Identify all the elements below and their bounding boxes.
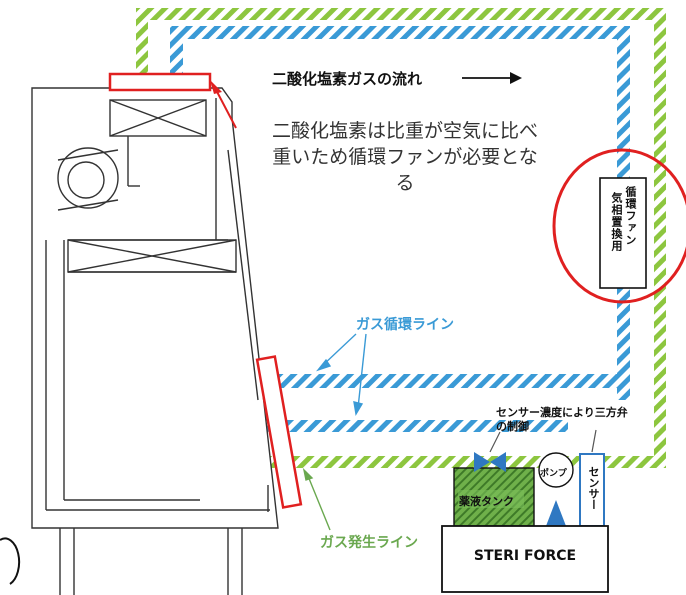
pump	[538, 452, 574, 488]
circulation-callout-lines	[315, 333, 367, 416]
generation-callout-line	[302, 467, 331, 531]
sensor-control-label: センサー濃度により三方弁の制御	[496, 406, 628, 433]
steri-force-label: STERI FORCE	[473, 548, 577, 564]
steri-force-box	[441, 525, 609, 593]
front-panel-highlight	[255, 355, 303, 509]
sensor-callout-lines	[489, 429, 597, 453]
left-edge-mark	[0, 537, 21, 585]
fan-label-box	[599, 177, 647, 289]
gas-generation-line-label: ガス発生ライン	[320, 535, 418, 551]
fan-label-line1: 循環ファン	[624, 186, 637, 246]
top-filter-arrowhead	[210, 80, 222, 94]
gas-flow-title: 二酸化塩素ガスの流れ	[272, 70, 423, 88]
chemical-tank-label: 薬液タンク	[459, 495, 514, 508]
sensor	[579, 453, 605, 527]
safety-cabinet	[31, 87, 279, 595]
tank-label-bg	[458, 490, 524, 508]
fan-highlight-circle	[552, 148, 686, 304]
gas-circulation-line-label: ガス循環ライン	[356, 317, 454, 333]
right-arrow-icon	[462, 72, 522, 84]
three-way-valve-icon	[474, 452, 506, 472]
sensor-label: センサー	[587, 466, 600, 510]
pump-base	[546, 500, 566, 526]
note-text: 二酸化塩素は比重が空気に比べ重いため循環ファンが必要となる	[271, 120, 538, 194]
top-filter-highlight	[108, 72, 212, 92]
fan-label-line2: 気相置換用	[610, 192, 623, 252]
pump-label: ポンプ	[540, 469, 567, 479]
